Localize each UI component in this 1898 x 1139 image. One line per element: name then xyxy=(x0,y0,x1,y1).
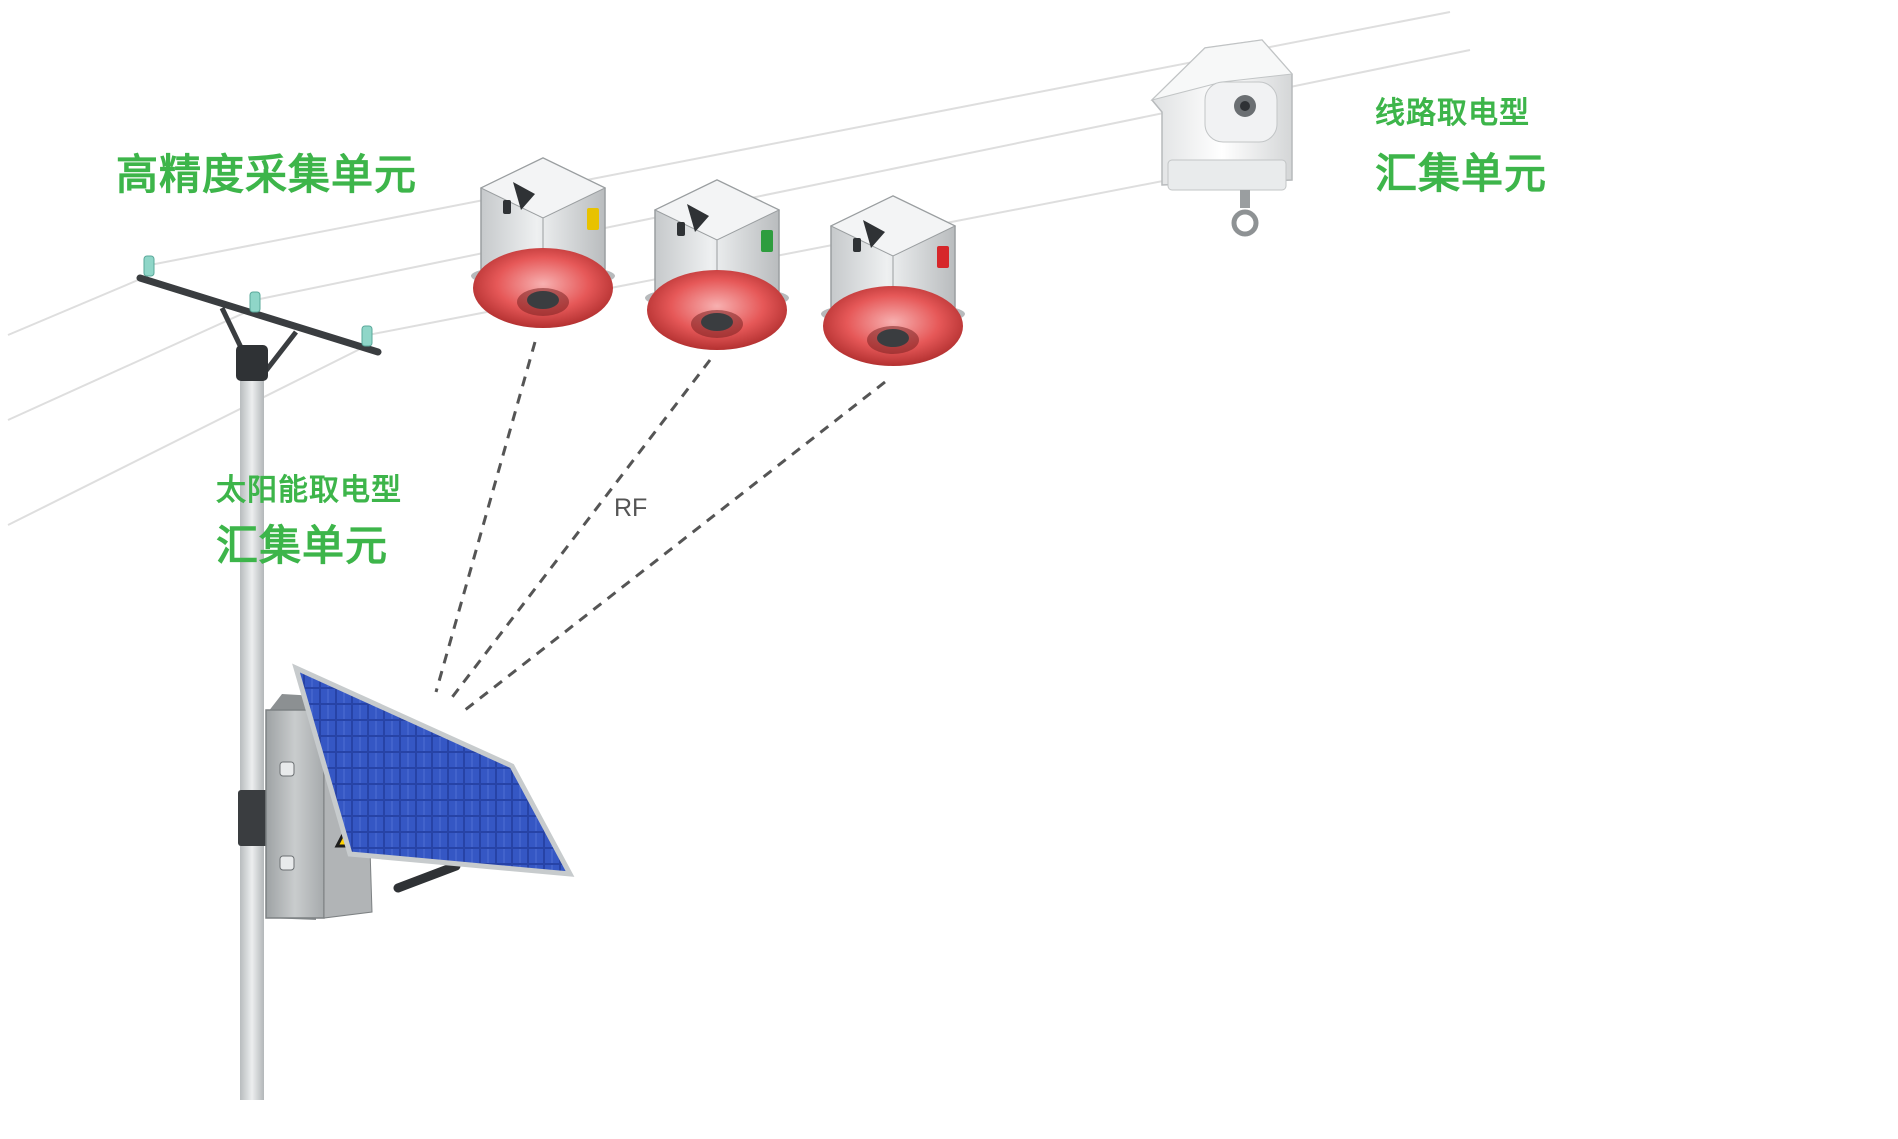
cross-arm xyxy=(136,274,382,356)
pole-shaft xyxy=(240,360,264,1100)
insulator-icon xyxy=(143,255,373,347)
rf-label: RF xyxy=(614,494,648,522)
hook-ring xyxy=(1231,209,1259,237)
rf-link-2 xyxy=(448,359,712,701)
panel-strut xyxy=(393,861,461,893)
status-badge xyxy=(761,230,773,252)
pole-clamp xyxy=(236,345,268,381)
control-box xyxy=(265,709,325,919)
solar-powered-type-label: 太阳能取电型 xyxy=(216,473,402,508)
collector-device-red xyxy=(821,195,965,366)
solar-aggregator-icon xyxy=(238,663,575,920)
collector-unit-label: 高精度采集单元 xyxy=(116,150,418,199)
arm-brace-right xyxy=(263,330,298,374)
wire-left-2 xyxy=(7,307,256,421)
rf-link-3 xyxy=(464,380,886,712)
collector-device-yellow xyxy=(471,157,615,328)
line-powered-aggregator-icon xyxy=(1150,39,1294,237)
utility-pole-icon xyxy=(136,255,382,1100)
solar-powered-unit-label: 汇集单元 xyxy=(216,521,389,570)
rf-link-1 xyxy=(434,341,537,693)
solar-panel xyxy=(292,663,575,877)
wire-left-1 xyxy=(7,274,151,336)
status-badge xyxy=(587,208,599,230)
status-badge xyxy=(937,246,949,268)
line-powered-unit-label: 汇集单元 xyxy=(1375,149,1548,198)
wire-left-3 xyxy=(7,344,369,526)
line-powered-type-label: 线路取电型 xyxy=(1375,96,1530,131)
rf-links xyxy=(434,341,886,712)
collector-device-green xyxy=(645,179,789,350)
